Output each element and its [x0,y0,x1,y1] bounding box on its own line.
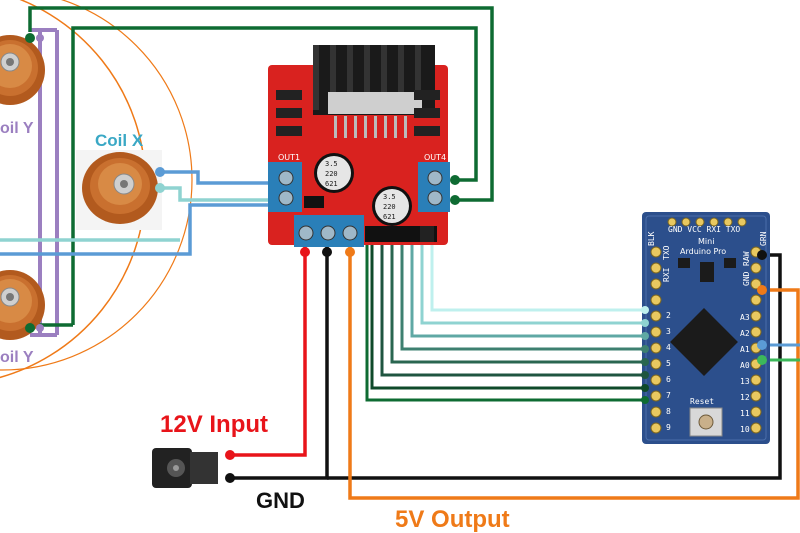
arduino-corner-right: GRN [759,231,768,246]
arduino-right-pin-labels: RAW GND A3 A2 A1 A0 13 12 11 10 [740,251,751,434]
arduino-dot-a-green [757,355,767,365]
arduino-dot-5 [641,358,649,366]
arduino-right-pin: A2 [740,329,750,338]
arduino-dot-a-blue [757,340,767,350]
arduino-dot-6 [641,371,649,379]
out4-dot-1 [450,175,460,185]
signal-wire-6 [380,240,655,377]
jack-dot-black [225,473,235,483]
arduino-right-pin: 12 [740,393,750,402]
wire-gnd [230,245,329,480]
arduino-left-pin-labels: TXO RXI 2 3 4 5 6 7 8 9 [662,245,671,432]
arduino-left-pin: 6 [666,375,671,384]
signal-wire-3 [410,240,655,338]
arduino-left-pin: 2 [666,311,671,320]
driver-out4-label: OUT4 [424,153,446,162]
green-wire-inner [71,26,478,325]
signal-wire-2 [420,240,655,325]
wire-12v [230,245,307,457]
signal-wire-1 [430,240,655,312]
driver-out1-label: OUT1 [278,153,300,162]
arduino-dot-7 [641,384,649,392]
arduino-left-pin: RXI [662,267,671,282]
coil-y-top [0,35,45,105]
coil-x-label: Coil X [95,131,144,150]
coil-x-dot-blue [155,167,165,177]
coil-x-dot-cyan [155,183,165,193]
arduino-dot-4 [641,345,649,353]
label-gnd: GND [256,488,305,513]
dc-barrel-jack [152,448,218,488]
coil-y-bottom-dot-2 [36,324,44,332]
arduino-dot-vcc [757,285,767,295]
arduino-left-pin: 4 [666,343,671,352]
cap-right-line-3: 621 [383,213,396,221]
label-5v-output: 5V Output [395,506,510,533]
arduino-left-pin: 8 [666,407,671,416]
arduino-left-pin: 5 [666,359,671,368]
cap-left-line-2: 220 [325,170,338,178]
coil-ring [0,0,193,371]
arduino-dot-gnd [757,250,767,260]
arduino-right-pin: GND [742,271,751,286]
cap-left-line-1: 3.5 [325,160,338,168]
arduino-dot-1 [641,306,649,314]
coil-y-bottom-label: oil Y [0,349,34,366]
green-wire-outer [28,6,494,202]
signal-wire-8 [365,240,655,402]
motor-driver-board [268,45,450,247]
arduino-corner-left: BLK [647,231,656,246]
coil-y-bottom [0,270,45,340]
coil-y-top-label: oil Y [0,120,34,137]
coil-y-top-dot-1 [25,33,35,43]
arduino-left-pin: 9 [666,423,671,432]
wire-gnd-arduino [327,253,782,480]
arduino-right-pin: A3 [740,313,750,322]
signal-wire-7 [370,240,655,390]
arduino-right-pin: RAW [742,251,751,266]
coil-y-bottom-dot-1 [25,323,35,333]
arduino-left-pin: 7 [666,391,671,400]
signal-wire-5 [390,240,655,364]
arduino-right-pin: A0 [740,361,750,370]
arduino-left-pin: TXO [662,245,671,260]
arduino-dot-8 [641,396,649,404]
coil-x-wire-blue-left [0,203,288,256]
coil-x [76,150,162,230]
arduino-reset-label: Reset [690,397,714,406]
power-dot-black [322,247,332,257]
arduino-left-pin: 3 [666,327,671,336]
out4-dot-2 [450,195,460,205]
cap-right-line-2: 220 [383,203,396,211]
arduino-dot-2 [641,319,649,327]
signal-wire-4 [400,240,655,351]
coil-y-top-dot-2 [36,34,44,42]
power-dot-red [300,247,310,257]
cap-right-line-1: 3.5 [383,193,396,201]
label-12v-input: 12V Input [160,411,268,438]
cap-left-line-3: 621 [325,180,338,188]
arduino-right-pin: 13 [740,377,750,386]
arduino-top-pins: GND VCC RXI TXO [668,225,740,234]
arduino-right-pin: 10 [740,425,750,434]
jack-dot-red [225,450,235,460]
arduino-right-pin: A1 [740,345,750,354]
power-dot-orange [345,247,355,257]
arduino-right-pin: 11 [740,409,750,418]
wire-5v [348,245,800,500]
coil-x-wire-cyan [160,186,288,202]
arduino-title-line-2: Arduino Pro [680,247,726,256]
arduino-dot-3 [641,332,649,340]
coil-x-wire-blue [160,170,288,185]
arduino-title-line-1: Mini [698,237,714,246]
